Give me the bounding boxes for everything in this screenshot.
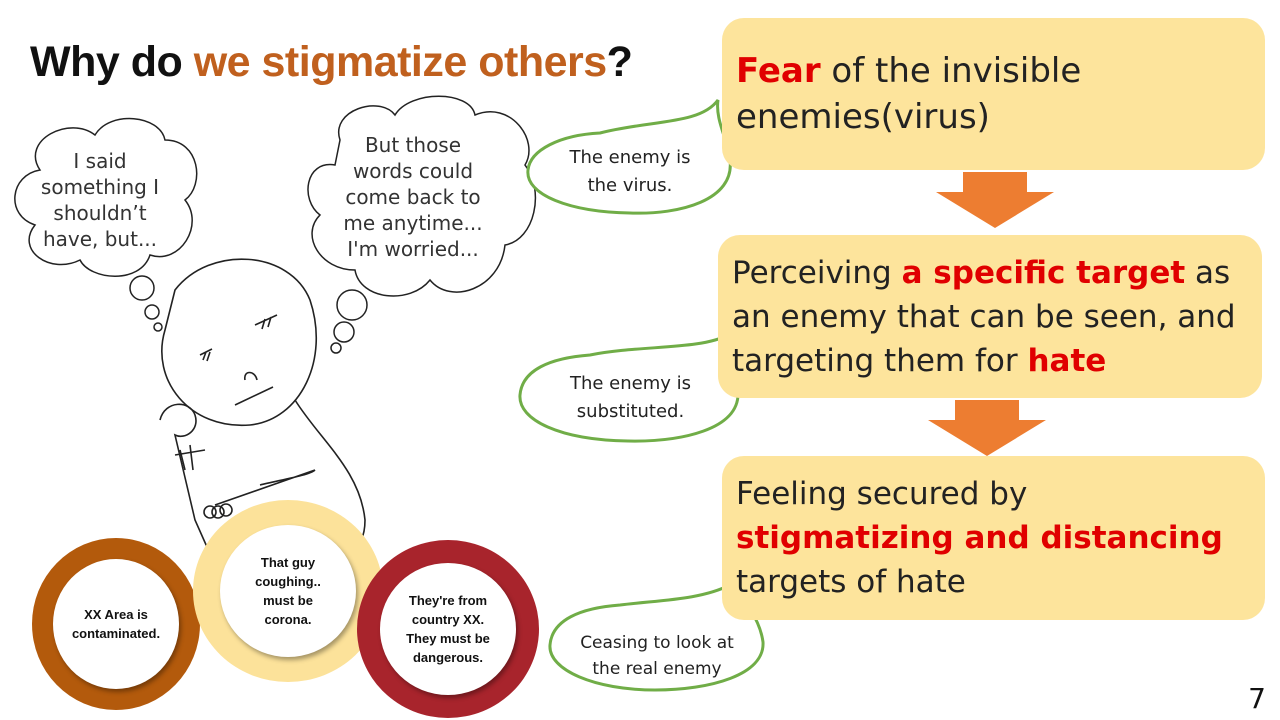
highlight-text: Fear: [736, 51, 821, 91]
step-text: Feeling secured by: [736, 476, 1028, 512]
step-text: Perceiving: [732, 254, 902, 291]
flow-arrows: [928, 172, 1054, 456]
circle-area-contaminated: XX Area is contaminated.: [32, 538, 200, 710]
thinking-figure: [159, 258, 366, 568]
thought-cloud-left: [14, 117, 198, 332]
speech-bubble-3: Ceasing to look at the real enemy: [580, 633, 734, 679]
page-number: 7: [1248, 682, 1266, 715]
title-part: ?: [606, 38, 633, 86]
circle-country: They're from country XX. They must be da…: [357, 540, 539, 718]
speech-bubble-1: The enemy is the virus.: [569, 147, 691, 196]
step-text: of the invisible enemies(virus): [736, 51, 1082, 137]
circle-text: That guy coughing.. must be corona.: [220, 525, 356, 657]
flow-step-stigmatize: Feeling secured by stigmatizing and dist…: [722, 456, 1265, 620]
title-part: Why do: [30, 38, 194, 86]
circle-text: XX Area is contaminated.: [53, 559, 179, 689]
speech-bubbles: [518, 99, 765, 692]
highlight-text: a specific target: [901, 254, 1186, 291]
circle-text: They're from country XX. They must be da…: [380, 563, 516, 695]
slide-title: Why do we stigmatize others?: [30, 38, 633, 87]
speech-bubble-2: The enemy is substituted.: [569, 373, 692, 422]
thought-left: I said something I shouldn’t have, but..…: [40, 149, 160, 251]
step-text: targets of hate: [736, 564, 966, 600]
thought-right: But those words could come back to me an…: [343, 133, 483, 261]
step-text: as an enemy that can be seen, and target…: [732, 254, 1236, 379]
circle-coughing: That guy coughing.. must be corona.: [193, 500, 383, 682]
arrow-down-1: [936, 172, 1054, 228]
flow-step-perceive: Perceiving a specific target as an enemy…: [718, 235, 1262, 398]
arrow-down-2: [928, 400, 1046, 456]
flow-step-fear: Fear of the invisible enemies(virus): [722, 18, 1265, 170]
title-accent: we stigmatize others: [193, 38, 607, 86]
highlight-text: hate: [1027, 342, 1107, 379]
thought-cloud-right: [307, 95, 537, 354]
highlight-text: stigmatizing and distancing: [736, 520, 1223, 556]
